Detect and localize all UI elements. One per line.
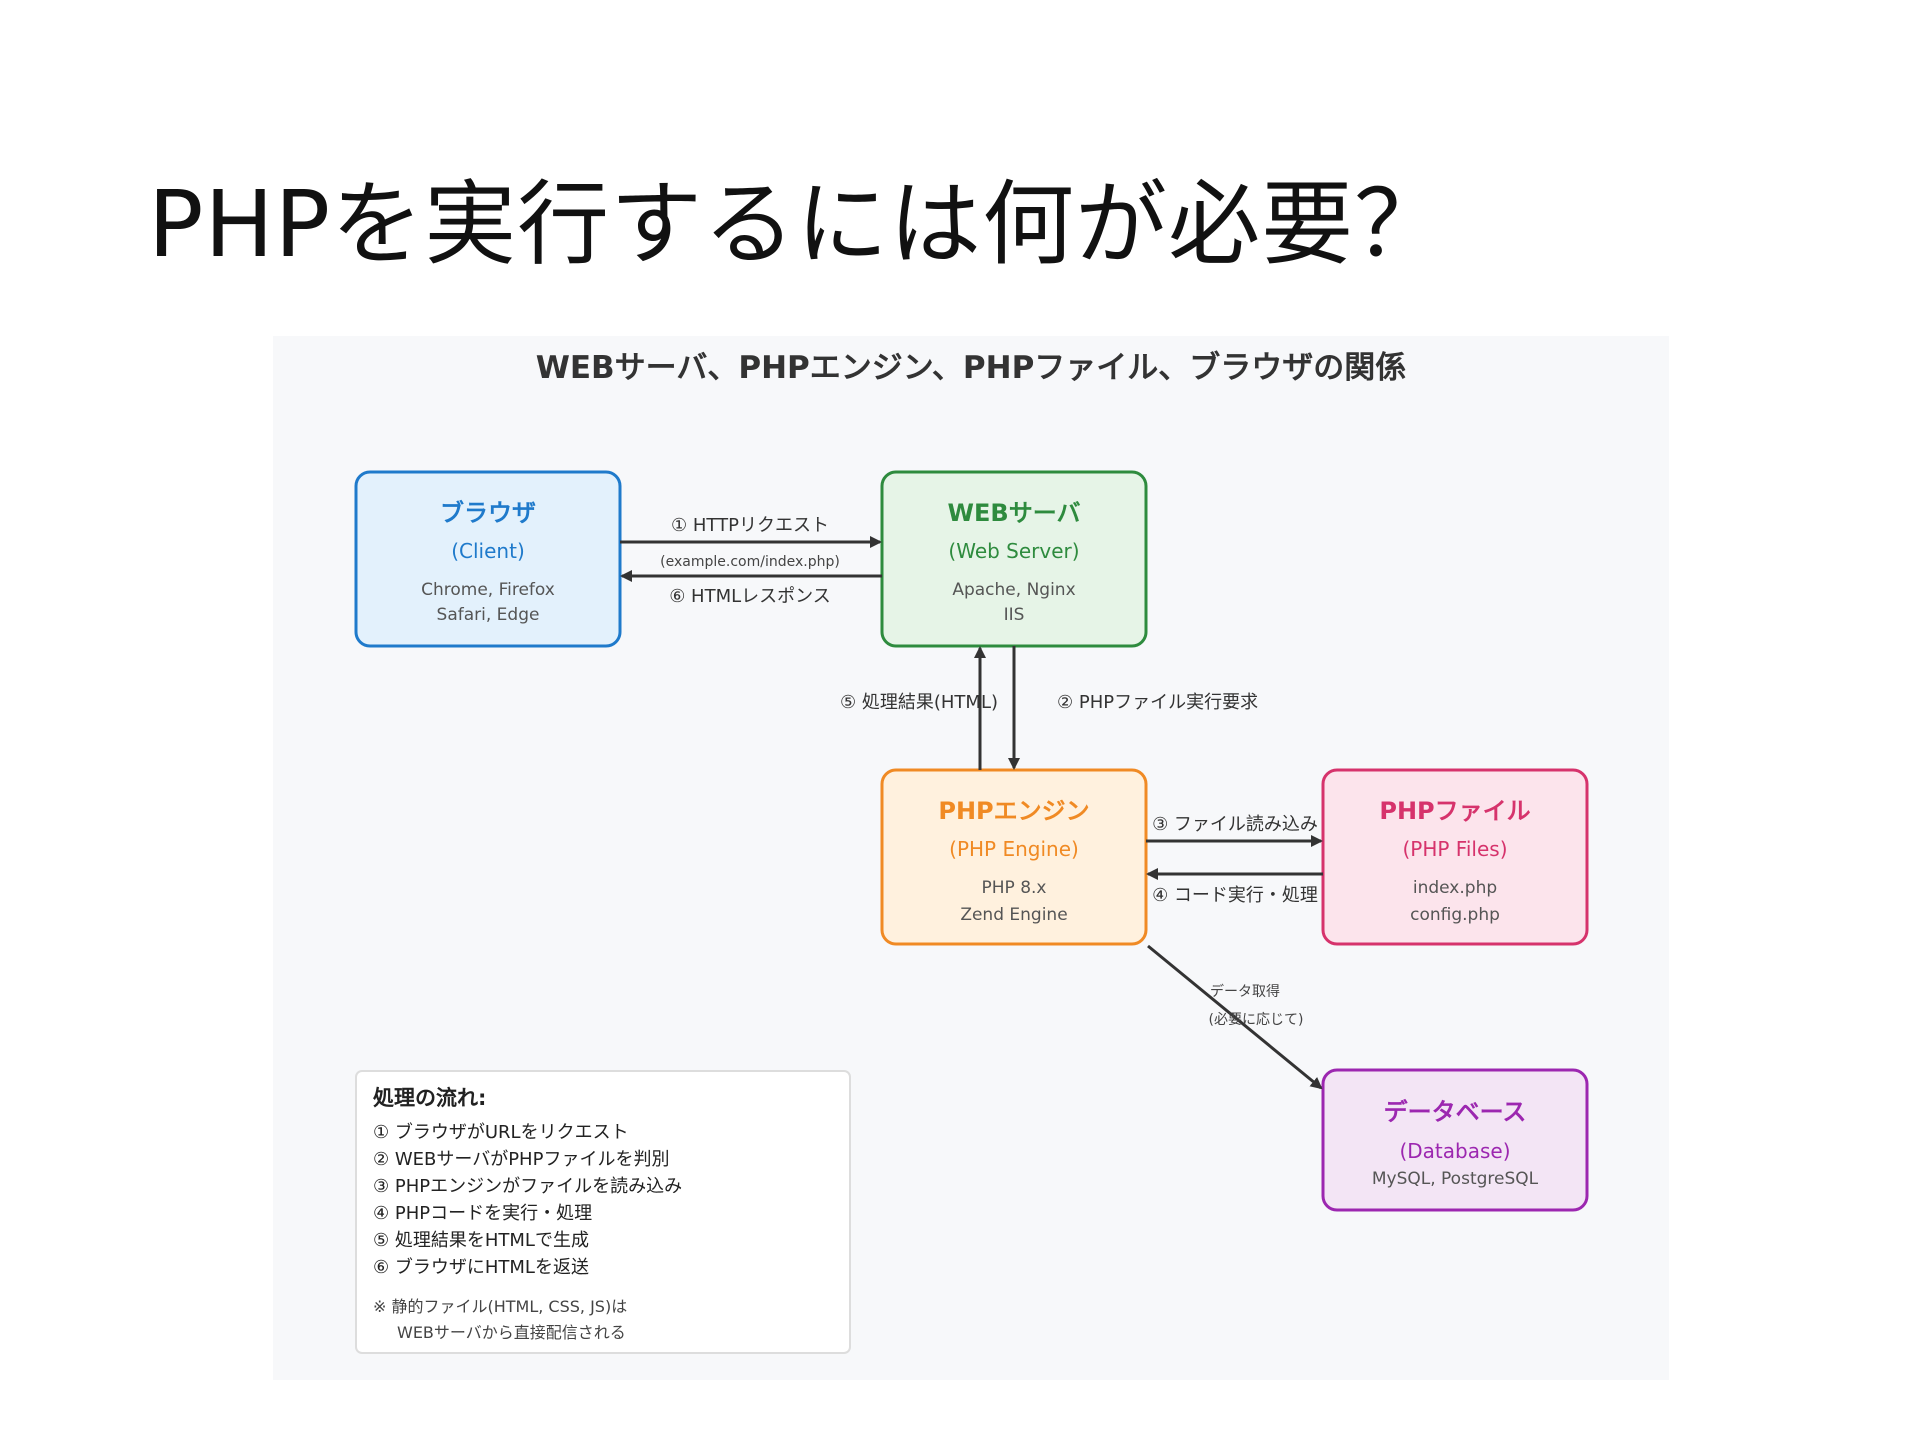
diagram-panel: WEBサーバ、PHPエンジン、PHPファイル、ブラウザの関係 ブラウザ (Cli… [273, 336, 1669, 1380]
database-title: データベース [1384, 1098, 1527, 1126]
webserver-note-2: IIS [1004, 605, 1025, 625]
php-engine-note-2: Zend Engine [960, 905, 1067, 925]
diagram-title: WEBサーバ、PHPエンジン、PHPファイル、ブラウザの関係 [536, 350, 1407, 386]
flow-step: ⑤ 処理結果をHTMLで生成 [373, 1230, 589, 1251]
slide-title: PHPを実行するには何が必要？ [148, 171, 1448, 278]
flow-step: ⑥ ブラウザにHTMLを返送 [373, 1256, 589, 1278]
database-subtitle: (Database) [1399, 1139, 1510, 1163]
php-files-note-2: config.php [1410, 905, 1500, 925]
label-data-fetch-1: データ取得 [1210, 983, 1280, 1000]
arrow-data-fetch [1147, 944, 1323, 1090]
php-engine-note-1: PHP 8.x [982, 878, 1047, 898]
php-engine-node: PHPエンジン (PHP Engine) PHP 8.x Zend Engine [880, 768, 1148, 946]
flow-step: ② WEBサーバがPHPファイルを判別 [373, 1149, 669, 1170]
label-request-url: (example.com/index.php) [660, 554, 840, 570]
label-data-fetch-2: (必要に応じて) [1209, 1012, 1304, 1028]
database-note: MySQL, PostgreSQL [1372, 1169, 1539, 1189]
flow-note-2: WEBサーバから直接配信される [397, 1323, 626, 1342]
flow-heading: 処理の流れ: [373, 1086, 486, 1110]
flow-note-1: ※ 静的ファイル(HTML, CSS, JS)は [373, 1297, 627, 1316]
label-html-response: ⑥ HTMLレスポンス [669, 586, 831, 607]
php-engine-title: PHPエンジン [938, 797, 1089, 825]
flow-step: ④ PHPコードを実行・処理 [373, 1203, 592, 1224]
php-engine-subtitle: (PHP Engine) [949, 837, 1079, 861]
browser-node: ブラウザ (Client) Chrome, Firefox Safari, Ed… [354, 470, 622, 648]
browser-note-2: Safari, Edge [437, 605, 540, 625]
php-files-title: PHPファイル [1379, 797, 1530, 825]
webserver-node: WEBサーバ (Web Server) Apache, Nginx IIS [880, 470, 1148, 648]
label-exec-request: ② PHPファイル実行要求 [1057, 692, 1258, 713]
label-http-request: ① HTTPリクエスト [671, 515, 829, 536]
php-files-note-1: index.php [1413, 878, 1497, 898]
browser-note-1: Chrome, Firefox [421, 580, 555, 600]
label-result-html: ⑤ 処理結果(HTML) [840, 692, 998, 713]
database-node: データベース (Database) MySQL, PostgreSQL [1321, 1068, 1589, 1212]
label-file-read: ③ ファイル読み込み [1152, 814, 1318, 835]
flow-step: ① ブラウザがURLをリクエスト [373, 1121, 629, 1143]
browser-title: ブラウザ [440, 499, 536, 527]
browser-subtitle: (Client) [451, 539, 525, 563]
flow-step: ③ PHPエンジンがファイルを読み込み [373, 1176, 682, 1197]
php-files-subtitle: (PHP Files) [1402, 837, 1507, 861]
php-files-node: PHPファイル (PHP Files) index.php config.php [1321, 768, 1589, 946]
webserver-note-1: Apache, Nginx [952, 580, 1075, 600]
webserver-title: WEBサーバ [948, 499, 1081, 527]
flow-legend: 処理の流れ: ① ブラウザがURLをリクエスト ② WEBサーバがPHPファイル… [355, 1070, 851, 1354]
label-code-exec: ④ コード実行・処理 [1152, 885, 1318, 906]
diagram-canvas: WEBサーバ、PHPエンジン、PHPファイル、ブラウザの関係 ブラウザ (Cli… [354, 350, 1589, 1354]
webserver-subtitle: (Web Server) [948, 539, 1079, 563]
